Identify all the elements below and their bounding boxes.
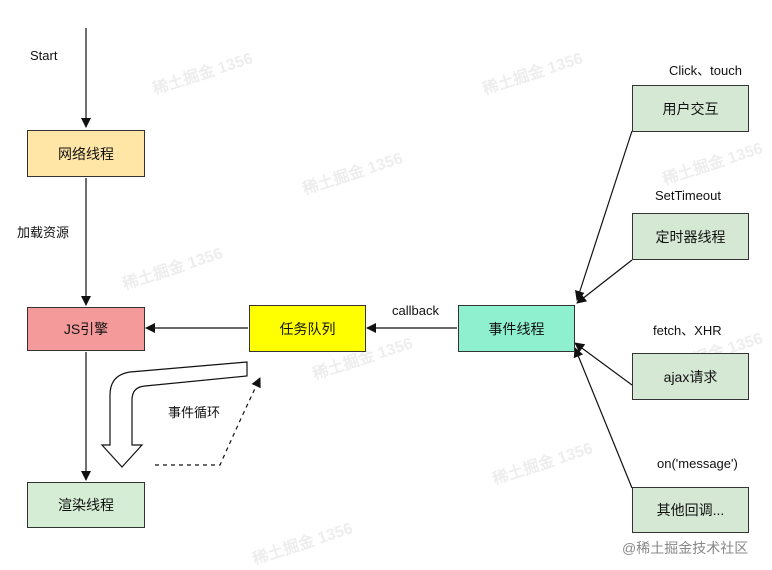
- node-other-callbacks: 其他回调...: [632, 487, 749, 533]
- node-user-interaction: 用户交互: [632, 85, 749, 132]
- edge-timer-event: [576, 259, 633, 304]
- node-render-thread: 渲染线程: [27, 482, 145, 528]
- label-callback: callback: [392, 303, 439, 318]
- node-task-queue: 任务队列: [249, 305, 366, 352]
- label-start: Start: [30, 48, 58, 63]
- edge-interact-event: [575, 130, 633, 301]
- label-click-touch: Click、touch: [669, 63, 742, 78]
- label-load-resources: 加载资源: [17, 225, 70, 240]
- footer-credit: @稀土掘金技术社区: [622, 540, 749, 556]
- node-network-thread: 网络线程: [27, 130, 145, 177]
- node-timer-thread: 定时器线程: [632, 213, 749, 260]
- label-settimeout: SetTimeout: [655, 188, 721, 203]
- node-timer-label: 定时器线程: [655, 228, 726, 245]
- node-js-label: JS引擎: [63, 321, 109, 337]
- node-ajax-label: ajax请求: [663, 368, 718, 385]
- node-event-label: 事件线程: [488, 320, 545, 337]
- node-event-thread: 事件线程: [458, 305, 575, 352]
- node-js-engine: JS引擎: [27, 307, 145, 351]
- event-loop-arrow: [100, 361, 248, 468]
- node-queue-label: 任务队列: [279, 320, 336, 337]
- node-render-label: 渲染线程: [58, 497, 114, 513]
- label-fetch-xhr: fetch、XHR: [653, 323, 722, 338]
- node-network-label: 网络线程: [58, 145, 114, 162]
- event-loop-dashed: [155, 377, 261, 466]
- edge-ajax-event: [574, 342, 633, 386]
- label-event-loop: 事件循环: [168, 405, 221, 420]
- label-on-message: on('message'): [657, 456, 738, 471]
- edge-other-event: [573, 347, 633, 489]
- node-interact-label: 用户交互: [662, 100, 719, 117]
- node-ajax-request: ajax请求: [632, 353, 749, 400]
- node-other-label: 其他回调...: [656, 502, 725, 518]
